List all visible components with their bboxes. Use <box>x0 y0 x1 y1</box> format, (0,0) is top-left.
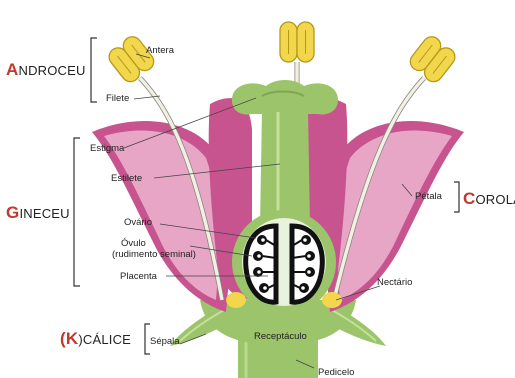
label-nectario: Nectário <box>377 277 412 288</box>
pedicel <box>238 340 318 378</box>
label-ovulo-sub: (rudimento seminal) <box>112 249 196 260</box>
bracket-androceu <box>91 38 97 102</box>
label-receptaculo: Receptáculo <box>254 331 307 342</box>
group-label-calice: (K)CÁLICE <box>60 329 131 348</box>
label-pedicelo: Pedicelo <box>318 367 354 378</box>
anther-right <box>407 33 459 85</box>
bracket-corola <box>454 182 459 212</box>
label-ovario: Ovário <box>124 217 152 228</box>
nectary-right <box>322 292 342 308</box>
label-petala: Pétala <box>415 191 443 202</box>
label-estigma: Estigma <box>90 143 125 154</box>
nectary-left <box>226 292 246 308</box>
label-ovulo: Óvulo <box>121 238 146 249</box>
stigma <box>232 80 338 114</box>
group-label-corola: COROLA <box>463 189 515 208</box>
style <box>260 110 310 226</box>
label-antera: Antera <box>146 45 175 56</box>
label-sepala: Sépala <box>150 336 180 347</box>
bracket-gineceu <box>74 138 80 286</box>
anther-center <box>280 22 314 62</box>
label-estilete: Estilete <box>111 173 142 184</box>
anther-left <box>106 33 158 85</box>
group-label-androceu: ANDROCEU <box>6 60 86 79</box>
label-filete: Filete <box>106 93 129 104</box>
group-label-gineceu: GINECEU <box>6 203 70 222</box>
label-placenta: Placenta <box>120 271 158 282</box>
